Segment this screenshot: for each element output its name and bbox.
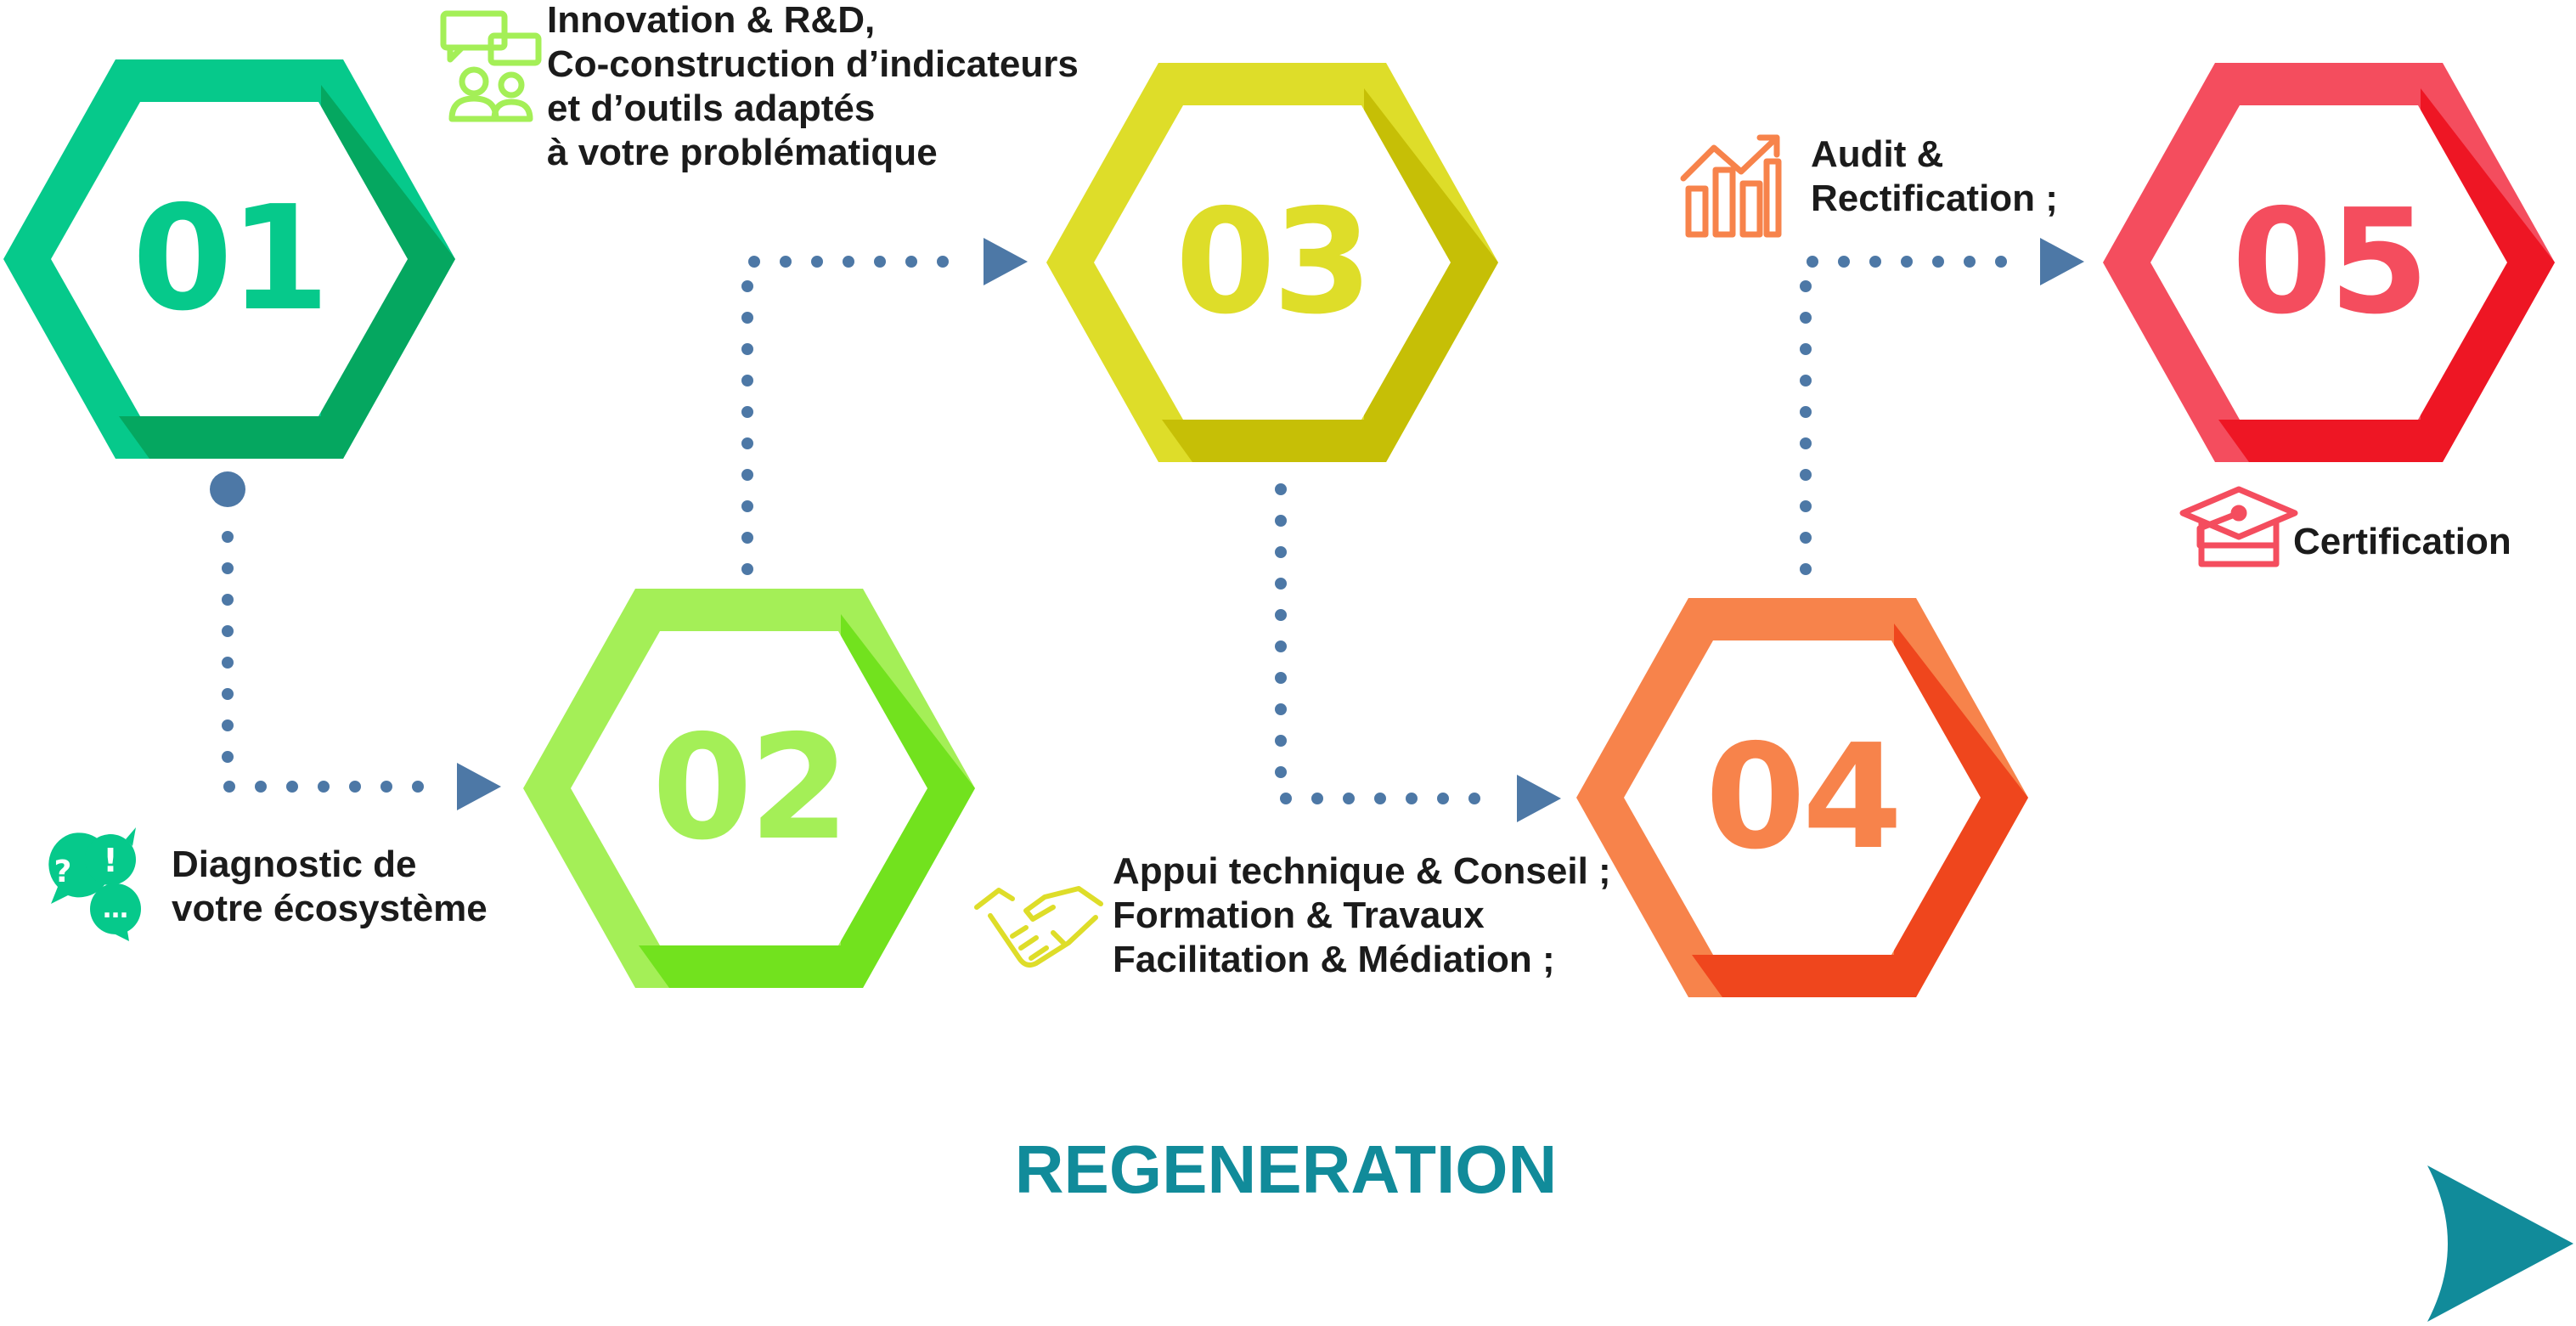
step-number-05: 05	[2232, 178, 2427, 347]
label-step1: Diagnostic de votre écosystème	[172, 844, 488, 929]
label-step4-line1: Audit &	[1811, 133, 1943, 175]
svg-text:?: ?	[54, 855, 72, 889]
label-step3-line3: Facilitation & Médiation ;	[1113, 939, 1555, 980]
label-step3-line2: Formation & Travaux	[1113, 894, 1485, 936]
label-step2-line2: Co-construction d’indicateurs	[547, 43, 1079, 85]
regeneration-arrowhead	[2427, 1165, 2573, 1322]
hex-inner	[571, 631, 927, 945]
step-number-01: 01	[132, 175, 327, 343]
arrowhead-to-05	[2040, 238, 2084, 285]
hexagon-04: 04	[1576, 598, 2028, 997]
arrowhead-to-04	[1517, 775, 1561, 822]
hexagon-02: 02	[523, 589, 975, 988]
hex-inner	[51, 102, 408, 416]
bar-chart-icon	[1680, 134, 1782, 238]
svg-text:!: !	[103, 842, 117, 879]
people-chat-icon	[440, 10, 542, 122]
arrowhead-to-02	[457, 763, 501, 810]
hex-shade	[119, 85, 455, 459]
hexagon-03: 03	[1046, 63, 1498, 462]
connector-01-02	[222, 531, 448, 793]
label-step2-line4: à votre problématique	[547, 132, 938, 173]
label-step4: Audit & Rectification ;	[1811, 133, 2058, 219]
label-step1-line2: votre écosystème	[172, 888, 488, 929]
connector-02-03	[741, 256, 974, 575]
label-step3: Appui technique & Conseil ; Formation & …	[1113, 850, 1621, 980]
label-step5: Certification	[2293, 521, 2511, 562]
label-step1-line1: Diagnostic de	[172, 844, 417, 885]
graduation-cap-icon	[2179, 486, 2298, 567]
connector-03-04	[1275, 483, 1508, 804]
label-step2-line3: et d’outils adaptés	[547, 87, 875, 129]
svg-text:…: …	[103, 894, 128, 924]
step-number-03: 03	[1175, 178, 1370, 347]
hexagon-01: 01	[3, 59, 455, 459]
hex-shade	[1692, 624, 2028, 997]
step-number-04: 04	[1705, 714, 1900, 882]
hex-shade	[639, 614, 975, 988]
hex-shade	[1162, 88, 1498, 462]
connectors	[222, 256, 2024, 804]
label-step2: Innovation & R&D, Co-construction d’indi…	[547, 0, 1089, 173]
hex-inner	[1094, 105, 1451, 420]
hex-inner	[1624, 640, 1981, 955]
label-step2-line1: Innovation & R&D,	[547, 0, 875, 41]
label-step3-line1: Appui technique & Conseil ;	[1113, 850, 1611, 892]
label-step4-line2: Rectification ;	[1811, 178, 2058, 219]
step-number-02: 02	[652, 704, 847, 872]
hex-shade	[2218, 88, 2555, 462]
hex-inner	[2150, 105, 2507, 420]
arrowhead-to-03	[984, 238, 1028, 285]
regeneration-title: REGENERATION	[1015, 1131, 1558, 1207]
hexagon-05: 05	[2103, 63, 2555, 462]
label-step5-line1: Certification	[2293, 521, 2511, 562]
speech-bubbles-icon: ! ? …	[48, 827, 141, 941]
handshake-icon	[974, 886, 1103, 968]
connector-start-dot	[210, 471, 245, 507]
connector-04-05	[1800, 256, 2024, 575]
